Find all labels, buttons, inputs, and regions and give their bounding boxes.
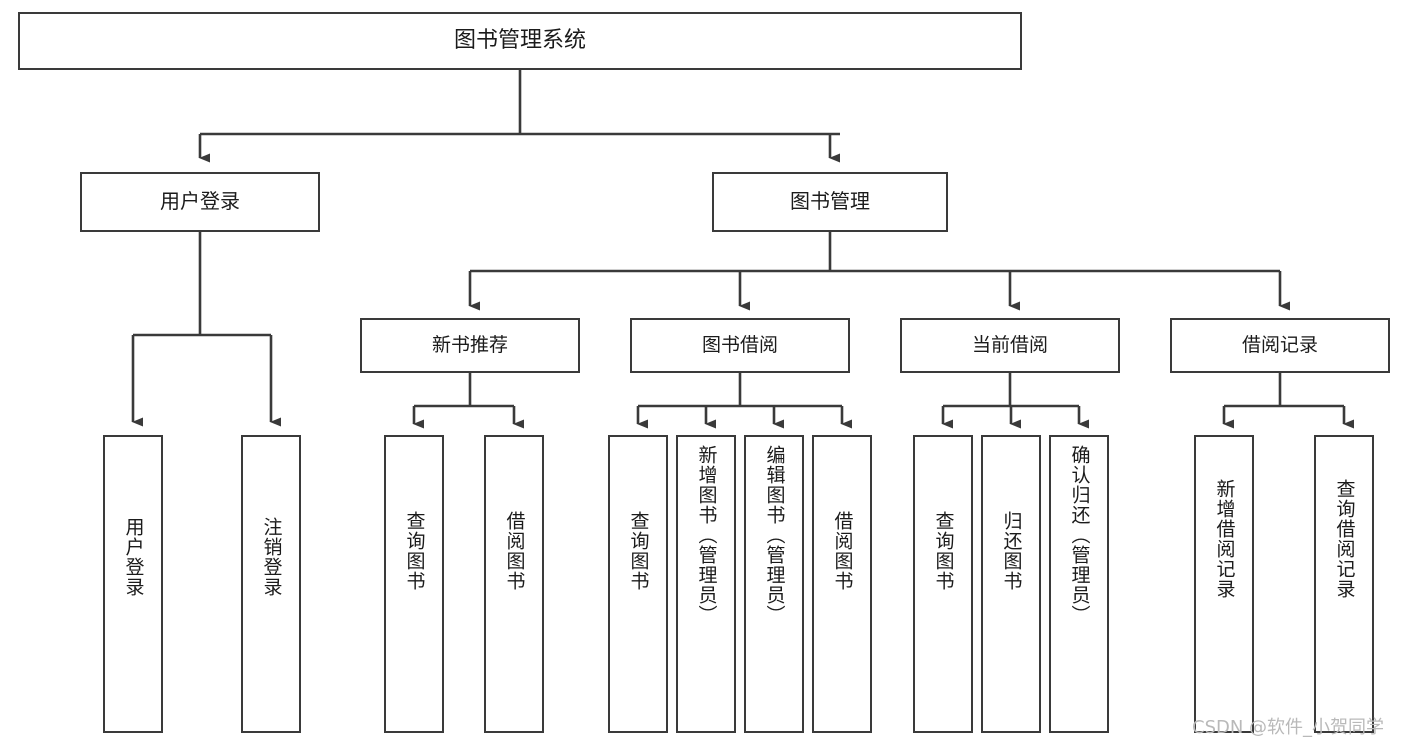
node-leaf-borrow-book-1-label: 借阅图书	[503, 511, 526, 591]
node-leaf-query-book-3-label: 查询图书	[932, 511, 955, 591]
node-leaf-borrow-book-2[interactable]: 借阅图书	[812, 435, 872, 733]
node-user-login-label: 用户登录	[160, 189, 240, 214]
node-leaf-edit-book-admin[interactable]: 编辑图书（管理员）	[744, 435, 804, 733]
node-leaf-user-login[interactable]: 用户登录	[103, 435, 163, 733]
node-book-borrow-label: 图书借阅	[701, 334, 778, 357]
node-leaf-edit-book-admin-label: 编辑图书（管理员）	[763, 445, 786, 625]
node-leaf-confirm-return-admin-label: 确认归还（管理员）	[1068, 445, 1091, 625]
node-leaf-borrow-book-1[interactable]: 借阅图书	[484, 435, 544, 733]
node-leaf-query-book-2-label: 查询图书	[627, 511, 650, 591]
node-leaf-query-book-3[interactable]: 查询图书	[913, 435, 973, 733]
node-current-borrow-label: 当前借阅	[971, 334, 1048, 357]
node-leaf-confirm-return-admin[interactable]: 确认归还（管理员）	[1049, 435, 1109, 733]
csdn-watermark: CSDN @软件_小贺同学	[1192, 717, 1385, 738]
node-book-manage[interactable]: 图书管理	[712, 172, 948, 232]
node-user-login[interactable]: 用户登录	[80, 172, 320, 232]
node-leaf-query-book-1[interactable]: 查询图书	[384, 435, 444, 733]
node-leaf-return-book-label: 归还图书	[1000, 511, 1023, 591]
node-leaf-add-book-admin-label: 新增图书（管理员）	[695, 445, 718, 625]
node-leaf-return-book[interactable]: 归还图书	[981, 435, 1041, 733]
node-leaf-user-login-label: 用户登录	[122, 517, 145, 597]
node-borrow-record-label: 借阅记录	[1241, 334, 1318, 357]
node-leaf-logout[interactable]: 注销登录	[241, 435, 301, 733]
node-leaf-add-record[interactable]: 新增借阅记录	[1194, 435, 1254, 733]
node-current-borrow[interactable]: 当前借阅	[900, 318, 1120, 373]
node-leaf-query-record[interactable]: 查询借阅记录	[1314, 435, 1374, 733]
node-book-manage-label: 图书管理	[790, 189, 870, 214]
node-root[interactable]: 图书管理系统	[18, 12, 1022, 70]
node-new-book-rec[interactable]: 新书推荐	[360, 318, 580, 373]
node-leaf-add-book-admin[interactable]: 新增图书（管理员）	[676, 435, 736, 733]
node-leaf-query-book-1-label: 查询图书	[403, 511, 426, 591]
node-leaf-query-record-label: 查询借阅记录	[1333, 479, 1356, 599]
node-root-label: 图书管理系统	[453, 28, 586, 54]
node-leaf-borrow-book-2-label: 借阅图书	[831, 511, 854, 591]
node-borrow-record[interactable]: 借阅记录	[1170, 318, 1390, 373]
node-book-borrow[interactable]: 图书借阅	[630, 318, 850, 373]
node-new-book-rec-label: 新书推荐	[431, 334, 508, 357]
node-leaf-query-book-2[interactable]: 查询图书	[608, 435, 668, 733]
node-leaf-add-record-label: 新增借阅记录	[1213, 479, 1236, 599]
node-leaf-logout-label: 注销登录	[260, 517, 283, 597]
